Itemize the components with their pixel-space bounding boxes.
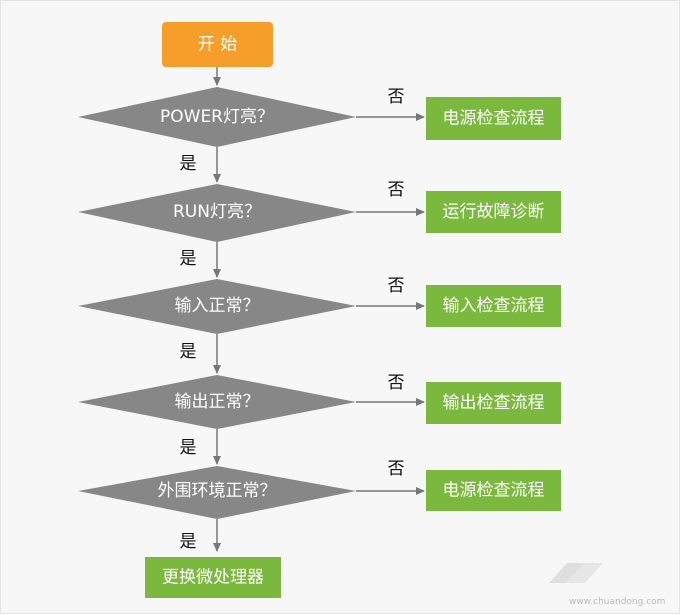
decision-environment-label: 外围环境正常？ <box>158 481 277 501</box>
decision-run-label: RUN灯亮？ <box>173 202 261 222</box>
no-label-environment: 否 <box>388 459 405 479</box>
yes-label-power: 是 <box>180 154 197 174</box>
yes-label-environment: 是 <box>180 532 197 552</box>
process-power-check-label: 电源检查流程 <box>443 109 545 129</box>
yes-label-output: 是 <box>180 438 197 458</box>
yes-label-input: 是 <box>180 342 197 362</box>
replace-cpu-node <box>145 557 281 598</box>
no-label-power: 否 <box>388 87 405 107</box>
process-power-check <box>426 97 561 140</box>
replace-cpu-node-label: 更换微处理器 <box>162 568 264 588</box>
watermark-url: www.chuandong.com <box>569 597 665 607</box>
process-output-check-label: 输出检查流程 <box>443 393 545 413</box>
no-label-run: 否 <box>388 180 405 200</box>
decision-input-label: 输入正常？ <box>175 296 260 316</box>
decision-environment <box>78 466 356 519</box>
process-input-check-label: 输入检查流程 <box>443 296 545 316</box>
start-node-label: 开 始 <box>198 35 237 55</box>
process-environment-power-check-label: 电源检查流程 <box>443 481 545 501</box>
process-run-fault <box>426 191 561 233</box>
decision-output-label: 输出正常？ <box>175 392 260 412</box>
decision-power <box>78 87 356 147</box>
process-environment-power-check <box>426 470 561 511</box>
decision-run <box>78 184 356 242</box>
process-output-check <box>426 382 561 424</box>
decision-output <box>78 375 356 429</box>
decision-power-label: POWER灯亮？ <box>160 107 274 127</box>
process-run-fault-label: 运行故障诊断 <box>443 202 545 222</box>
no-label-input: 否 <box>388 276 405 296</box>
yes-label-run: 是 <box>180 249 197 269</box>
watermark-logo <box>549 563 603 583</box>
no-label-output: 否 <box>388 373 405 393</box>
process-input-check <box>426 285 561 327</box>
start-node <box>162 22 273 67</box>
decision-input <box>78 279 356 334</box>
